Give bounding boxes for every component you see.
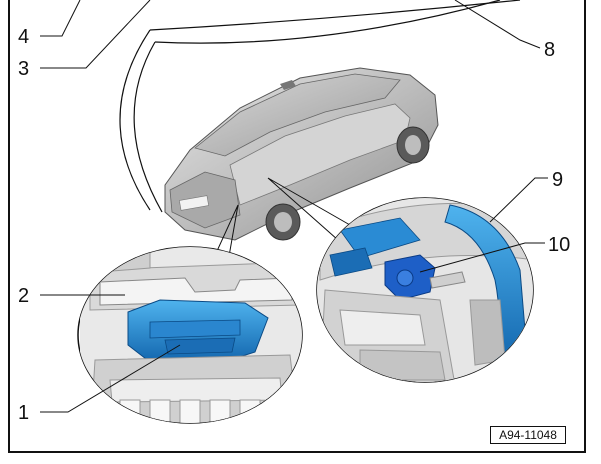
car-illustration xyxy=(164,67,439,241)
reference-code: A94-11048 xyxy=(490,426,566,444)
leader-lines xyxy=(40,0,548,413)
upper-arc-line-2 xyxy=(154,0,501,44)
callout-2: 2 xyxy=(18,285,29,307)
upper-arc-line xyxy=(149,0,521,31)
left-sweep-line-2 xyxy=(133,41,163,213)
left-detail-bubble xyxy=(77,246,303,424)
callout-10: 10 xyxy=(548,234,570,256)
callout-3: 3 xyxy=(18,58,29,80)
right-detail-connector xyxy=(267,177,351,241)
callout-8: 8 xyxy=(544,39,555,61)
callout-1: 1 xyxy=(18,402,29,424)
callout-4: 4 xyxy=(18,26,29,48)
left-sweep-line xyxy=(119,29,151,211)
callout-9: 9 xyxy=(552,169,563,191)
